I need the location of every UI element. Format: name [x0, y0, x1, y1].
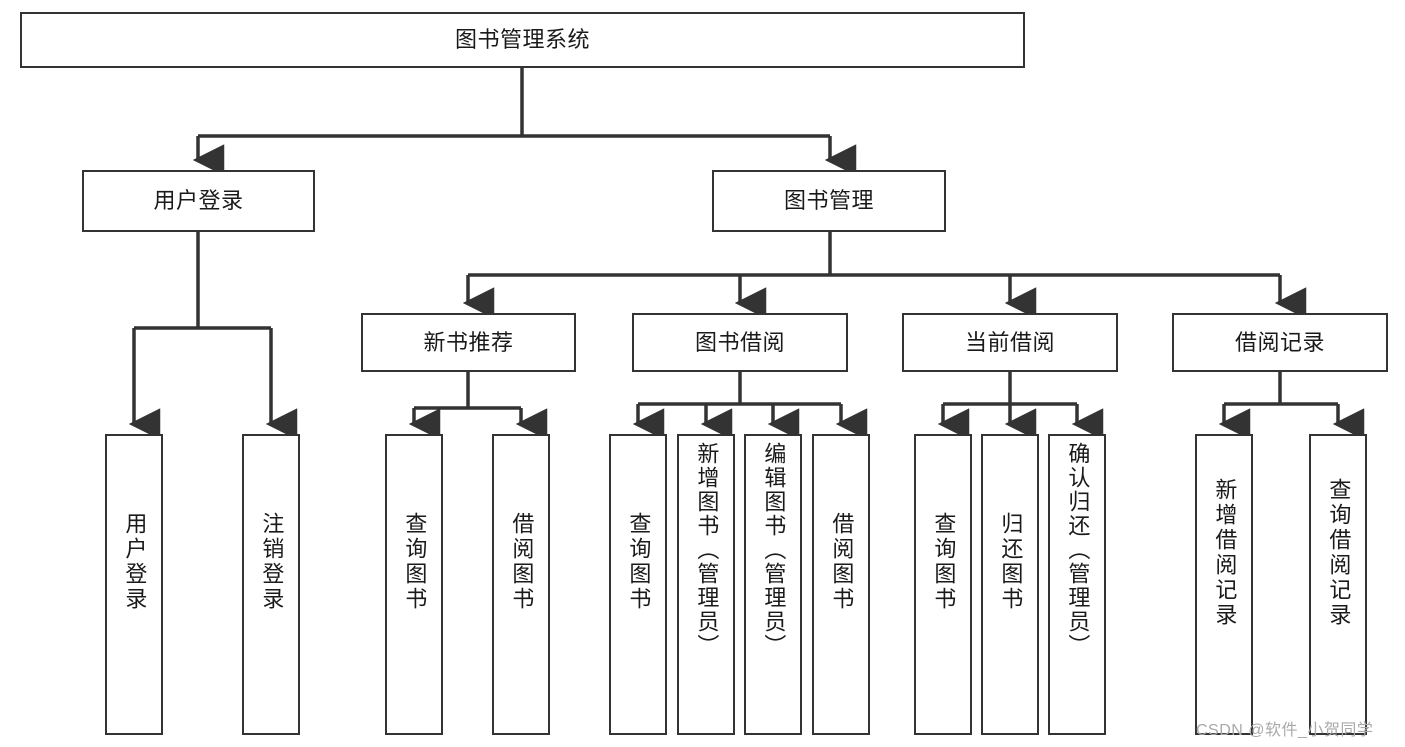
leaf-confirm-return-label: 确认归还（管理员）	[1065, 442, 1091, 658]
leaf-logout[interactable]: 注销登录	[242, 434, 300, 735]
node-current-borrow-label: 当前借阅	[964, 329, 1055, 355]
leaf-query-record-label: 查询借阅记录	[1326, 478, 1352, 628]
leaf-user-login-label: 用户登录	[122, 512, 148, 612]
node-borrow-record-label: 借阅记录	[1234, 329, 1325, 355]
leaf-borrow-book-2[interactable]: 借阅图书	[812, 434, 870, 735]
leaf-add-record[interactable]: 新增借阅记录	[1195, 434, 1253, 735]
node-root[interactable]: 图书管理系统	[20, 12, 1025, 68]
node-new-book-recommend-label: 新书推荐	[423, 329, 514, 355]
leaf-query-book-3[interactable]: 查询图书	[914, 434, 972, 735]
leaf-edit-book[interactable]: 编辑图书（管理员）	[744, 434, 802, 735]
leaf-query-book-3-label: 查询图书	[931, 512, 957, 612]
node-user-login[interactable]: 用户登录	[82, 170, 315, 232]
leaf-query-book-1[interactable]: 查询图书	[385, 434, 443, 735]
leaf-query-record[interactable]: 查询借阅记录	[1309, 434, 1367, 735]
node-book-management[interactable]: 图书管理	[712, 170, 946, 232]
leaf-query-book-2-label: 查询图书	[626, 512, 652, 612]
node-borrow-record[interactable]: 借阅记录	[1172, 313, 1388, 372]
leaf-query-book-2[interactable]: 查询图书	[609, 434, 667, 735]
node-root-label: 图书管理系统	[454, 27, 590, 53]
leaf-query-book-1-label: 查询图书	[402, 512, 428, 612]
watermark: CSDN @软件_小贺同学	[1196, 722, 1374, 739]
leaf-logout-label: 注销登录	[259, 512, 285, 612]
leaf-return-book[interactable]: 归还图书	[981, 434, 1039, 735]
leaf-borrow-book-1[interactable]: 借阅图书	[492, 434, 550, 735]
node-user-login-label: 用户登录	[153, 188, 244, 214]
leaf-return-book-label: 归还图书	[998, 512, 1024, 612]
leaf-add-book-label: 新增图书（管理员）	[694, 442, 720, 658]
node-book-borrow[interactable]: 图书借阅	[632, 313, 848, 372]
node-current-borrow[interactable]: 当前借阅	[902, 313, 1118, 372]
leaf-edit-book-label: 编辑图书（管理员）	[761, 442, 787, 658]
node-book-borrow-label: 图书借阅	[694, 329, 785, 355]
leaf-add-record-label: 新增借阅记录	[1212, 478, 1238, 628]
leaf-borrow-book-1-label: 借阅图书	[509, 512, 535, 612]
node-book-management-label: 图书管理	[783, 188, 874, 214]
leaf-borrow-book-2-label: 借阅图书	[829, 512, 855, 612]
node-new-book-recommend[interactable]: 新书推荐	[361, 313, 576, 372]
leaf-confirm-return[interactable]: 确认归还（管理员）	[1048, 434, 1106, 735]
leaf-add-book[interactable]: 新增图书（管理员）	[677, 434, 735, 735]
leaf-user-login[interactable]: 用户登录	[105, 434, 163, 735]
